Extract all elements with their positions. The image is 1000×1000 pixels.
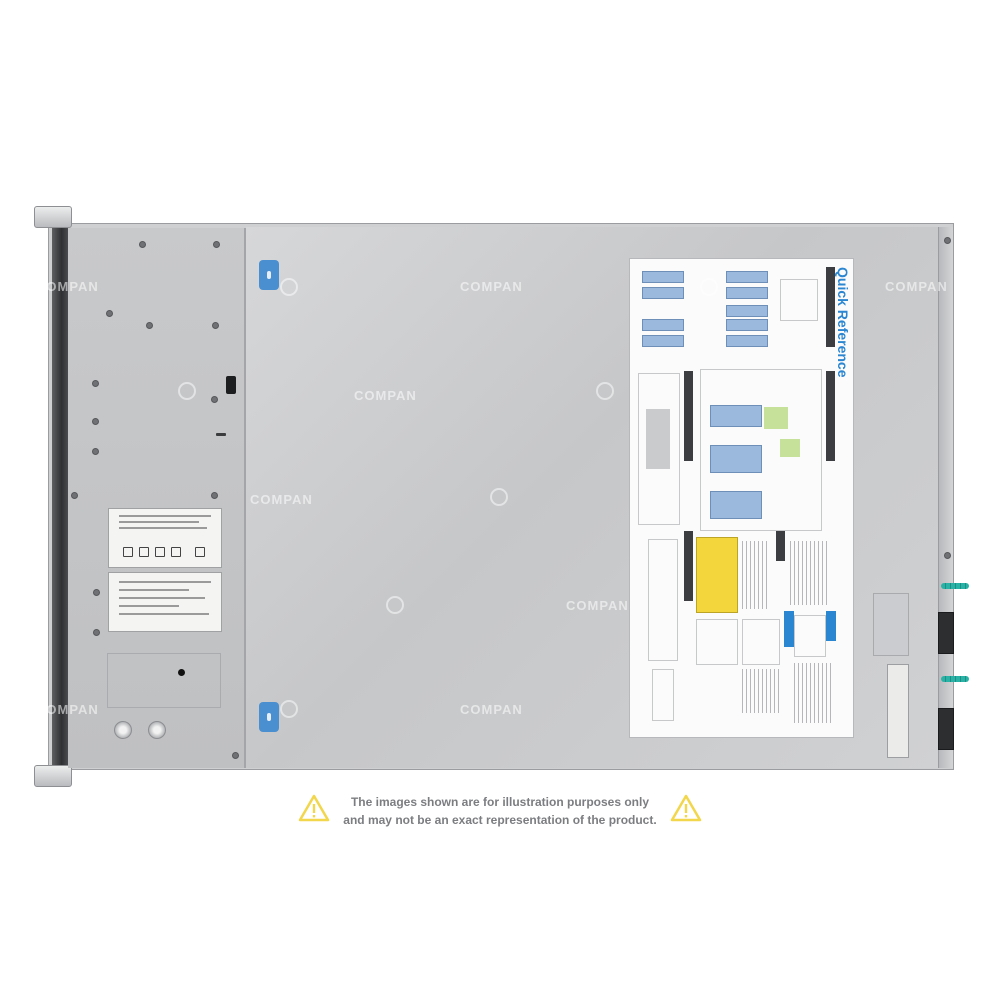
watermark: COMPAN <box>566 598 629 613</box>
psu-connector <box>938 612 954 654</box>
screw <box>93 629 100 636</box>
cover-release-tab[interactable] <box>259 702 279 732</box>
watermark: COMPAN <box>36 279 99 294</box>
thumbscrew[interactable] <box>148 721 166 739</box>
screw <box>211 492 218 499</box>
front-latch[interactable] <box>226 376 236 394</box>
rack-ear-top <box>34 206 72 228</box>
watermark-logo <box>178 382 196 400</box>
thumbscrew[interactable] <box>114 721 132 739</box>
watermark: COMPAN <box>460 702 523 717</box>
screw <box>92 418 99 425</box>
warning-triangle-icon <box>670 794 702 822</box>
regulatory-label <box>108 508 222 568</box>
rear-edge <box>938 227 953 768</box>
disclaimer-line-1: The images shown are for illustration pu… <box>350 795 650 809</box>
screw <box>212 322 219 329</box>
watermark-logo <box>700 278 718 296</box>
screw <box>213 241 220 248</box>
watermark-logo <box>596 382 614 400</box>
watermark: COMPAN <box>36 702 99 717</box>
access-panel-outline <box>107 653 221 708</box>
disclaimer-line-2: and may not be an exact representation o… <box>343 813 657 827</box>
cover-release-tab[interactable] <box>259 260 279 290</box>
screw <box>944 237 951 244</box>
watermark-logo <box>490 488 508 506</box>
screw <box>92 448 99 455</box>
watermark-logo <box>280 700 298 718</box>
psu-handle[interactable] <box>941 676 969 682</box>
screw <box>139 241 146 248</box>
screw <box>71 492 78 499</box>
watermark-logo <box>386 596 404 614</box>
watermark-logo <box>280 278 298 296</box>
rack-ear-bottom <box>34 765 72 787</box>
watermark: COMPAN <box>354 388 417 403</box>
screw <box>93 589 100 596</box>
screw <box>944 552 951 559</box>
rear-panel-outline <box>873 593 909 656</box>
quick-reference-sticker: Quick Reference <box>629 258 854 738</box>
screw <box>106 310 113 317</box>
vent-slot <box>216 433 226 436</box>
sticker-title: Quick Reference <box>835 267 851 378</box>
screw <box>211 396 218 403</box>
screw <box>92 380 99 387</box>
screw <box>146 322 153 329</box>
psu-handle[interactable] <box>941 583 969 589</box>
watermark: COMPAN <box>885 279 948 294</box>
warning-triangle-icon <box>298 794 330 822</box>
watermark: COMPAN <box>250 492 313 507</box>
rear-warning-label <box>887 664 909 758</box>
front-bezel <box>52 225 68 770</box>
screw <box>232 752 239 759</box>
psu-connector <box>938 708 954 750</box>
product-label <box>108 572 222 632</box>
watermark: COMPAN <box>460 279 523 294</box>
disclaimer-text: The images shown are for illustration pu… <box>330 793 670 829</box>
indicator-hole <box>178 669 185 676</box>
